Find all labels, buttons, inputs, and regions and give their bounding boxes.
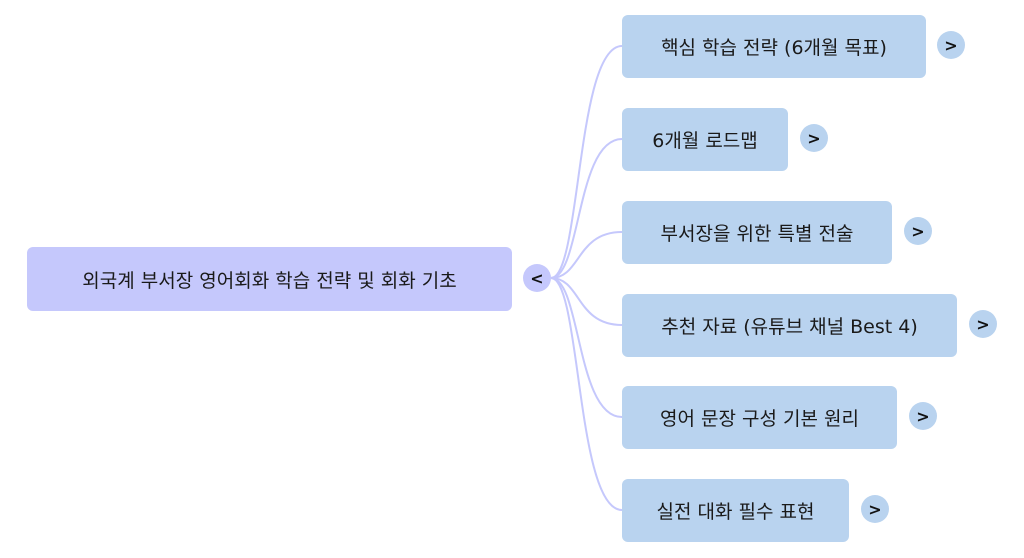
expand-toggle-sentence-structure[interactable]: > — [909, 402, 937, 430]
child-node-label: 부서장을 위한 특별 전술 — [660, 223, 854, 245]
connector-line — [550, 277, 623, 511]
expand-toggle-practical-expressions[interactable]: > — [861, 495, 889, 523]
expand-toggle-core-strategy[interactable]: > — [937, 31, 965, 59]
connector-line — [550, 231, 623, 279]
chevron-right-icon: > — [807, 128, 821, 148]
child-node-label: 핵심 학습 전략 (6개월 목표) — [661, 37, 887, 59]
chevron-right-icon: > — [868, 499, 882, 519]
connector-line — [550, 138, 623, 279]
root-node[interactable]: 외국계 부서장 영어회화 학습 전략 및 회화 기초 — [27, 247, 512, 311]
chevron-right-icon: > — [916, 406, 930, 426]
chevron-right-icon: > — [911, 221, 925, 241]
connector-line — [550, 277, 623, 326]
root-node-label: 외국계 부서장 영어회화 학습 전략 및 회화 기초 — [82, 269, 457, 292]
chevron-right-icon: > — [976, 314, 990, 334]
connector-line — [550, 277, 623, 418]
child-node-core-strategy[interactable]: 핵심 학습 전략 (6개월 목표) — [622, 15, 926, 78]
child-node-label: 영어 문장 구성 기본 원리 — [660, 408, 859, 430]
expand-toggle-manager-tactics[interactable]: > — [904, 217, 932, 245]
expand-toggle-roadmap[interactable]: > — [800, 124, 828, 152]
chevron-left-icon: < — [530, 268, 544, 288]
child-node-sentence-structure[interactable]: 영어 문장 구성 기본 원리 — [622, 386, 897, 449]
child-node-practical-expressions[interactable]: 실전 대화 필수 표현 — [622, 479, 849, 542]
child-node-label: 추천 자료 (유튜브 채널 Best 4) — [661, 316, 918, 338]
child-node-recommended-resources[interactable]: 추천 자료 (유튜브 채널 Best 4) — [622, 294, 957, 357]
child-node-roadmap[interactable]: 6개월 로드맵 — [622, 108, 788, 171]
expand-toggle-recommended-resources[interactable]: > — [969, 310, 997, 338]
connector-line — [550, 45, 623, 279]
collapse-toggle-root[interactable]: < — [523, 264, 551, 292]
child-node-label: 6개월 로드맵 — [652, 130, 758, 152]
child-node-label: 실전 대화 필수 표현 — [656, 501, 815, 523]
chevron-right-icon: > — [944, 35, 958, 55]
child-node-manager-tactics[interactable]: 부서장을 위한 특별 전술 — [622, 201, 892, 264]
